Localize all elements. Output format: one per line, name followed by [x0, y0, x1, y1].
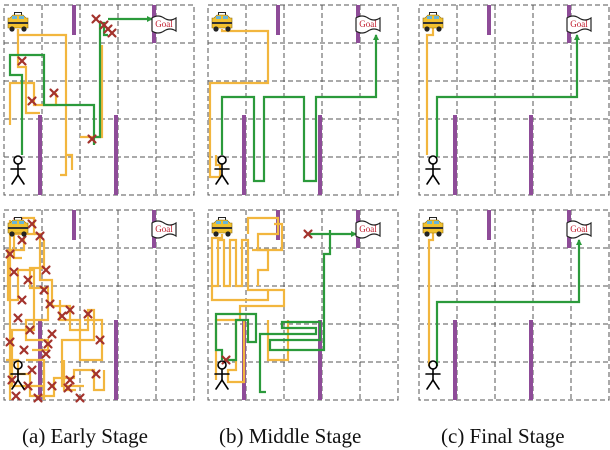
goal-flag-icon: Goal: [355, 15, 381, 34]
goal-label: Goal: [359, 19, 377, 29]
taxi-path: [208, 29, 270, 179]
panel-early-top: Goal: [3, 4, 195, 196]
walker-path: [435, 239, 582, 366]
goal-label: Goal: [570, 224, 588, 234]
taxi-path: [252, 248, 270, 286]
caption-early-stage: (a) Early Stage: [22, 424, 148, 448]
goal-flag-shape: [151, 220, 177, 239]
goal-label: Goal: [155, 224, 173, 234]
goal-flag-shape: [151, 15, 177, 34]
grid-border: [418, 209, 610, 401]
walker-path: [220, 34, 379, 183]
taxi-path: [246, 216, 284, 252]
goal-flag-icon: Goal: [151, 220, 177, 239]
grid-border: [3, 209, 195, 401]
goal-flag-icon: Goal: [566, 220, 592, 239]
taxi-path: [210, 286, 286, 380]
goal-flag-icon: Goal: [355, 220, 381, 239]
taxi-path: [427, 232, 435, 366]
goal-label: Goal: [359, 224, 377, 234]
goal-label: Goal: [155, 19, 173, 29]
goal-flag-shape: [566, 220, 592, 239]
walker-path: [214, 312, 258, 362]
walker-path: [8, 53, 96, 155]
caption-middle-stage: (b) Middle Stage: [219, 424, 362, 448]
panel-final-top: Goal: [418, 4, 610, 196]
taxi-path: [66, 153, 74, 170]
walker-path: [435, 34, 580, 157]
taxi-path: [210, 234, 268, 292]
goal-flag-icon: Goal: [566, 15, 592, 34]
grid-border: [207, 209, 399, 401]
taxi-path: [6, 224, 46, 388]
walker-path: [258, 230, 332, 394]
taxi-path: [425, 27, 435, 155]
goal-flag-icon: Goal: [151, 15, 177, 34]
taxi-path: [58, 300, 104, 362]
goal-label: Goal: [570, 19, 588, 29]
panel-middle-bottom: Goal: [207, 209, 399, 401]
taxi-path: [80, 45, 104, 139]
taxi-path: [62, 360, 76, 392]
caption-final-stage: (c) Final Stage: [441, 424, 565, 448]
panel-middle-top: Goal: [207, 4, 399, 196]
goal-flag-shape: [355, 220, 381, 239]
goal-flag-shape: [566, 15, 592, 34]
goal-flag-shape: [355, 15, 381, 34]
panel-final-bottom: Goal: [418, 209, 610, 401]
panel-early-bottom: Goal: [3, 209, 195, 403]
taxi-path: [226, 320, 246, 384]
taxi-path: [8, 81, 58, 125]
grid-border: [418, 4, 610, 196]
